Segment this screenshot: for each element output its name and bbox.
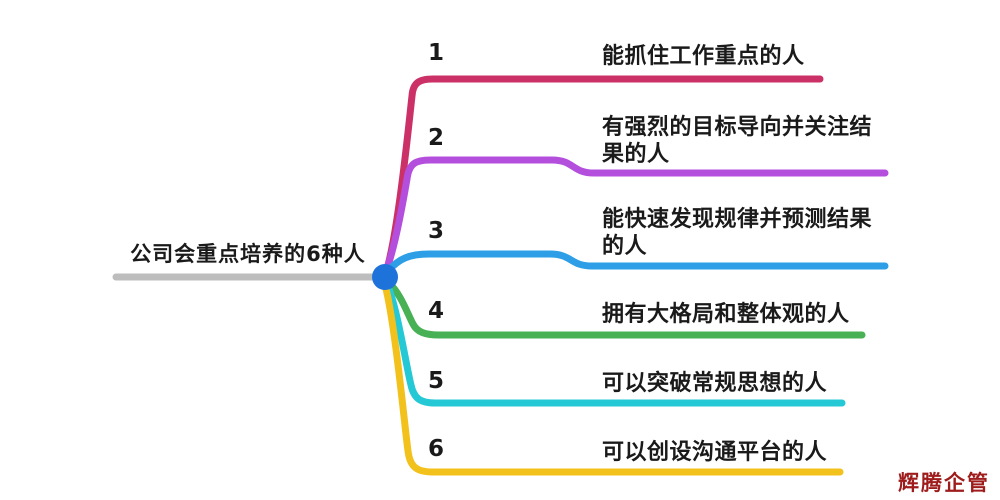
branch-1-number: 1 xyxy=(428,40,445,66)
branch-5-number: 5 xyxy=(428,368,445,394)
watermark: 辉腾企管 xyxy=(898,470,990,495)
branch-4-label[interactable]: 拥有大格局和整体观的人 xyxy=(602,302,850,327)
branch-3-label[interactable]: 能快速发现规律并预测结果的人 xyxy=(602,207,873,259)
branch-2-number: 2 xyxy=(428,125,445,151)
branch-3-number: 3 xyxy=(428,218,445,244)
branch-5-label[interactable]: 可以突破常规思想的人 xyxy=(602,371,828,396)
branch-2-label[interactable]: 有强烈的目标导向并关注结果的人 xyxy=(602,115,873,167)
branch-line-4 xyxy=(385,279,866,339)
branch-6-label[interactable]: 可以创设沟通平台的人 xyxy=(602,440,828,465)
branch-line-6 xyxy=(381,281,844,476)
branch-line-2 xyxy=(382,156,889,275)
hub-dot[interactable] xyxy=(372,264,398,290)
branch-1-label[interactable]: 能抓住工作重点的人 xyxy=(602,44,805,69)
branch-line-3 xyxy=(385,250,889,274)
branch-6-number: 6 xyxy=(428,436,445,462)
branch-4-number: 4 xyxy=(428,298,445,324)
branch-line-5 xyxy=(383,280,846,407)
central-topic[interactable]: 公司会重点培养的6种人 xyxy=(130,242,366,266)
